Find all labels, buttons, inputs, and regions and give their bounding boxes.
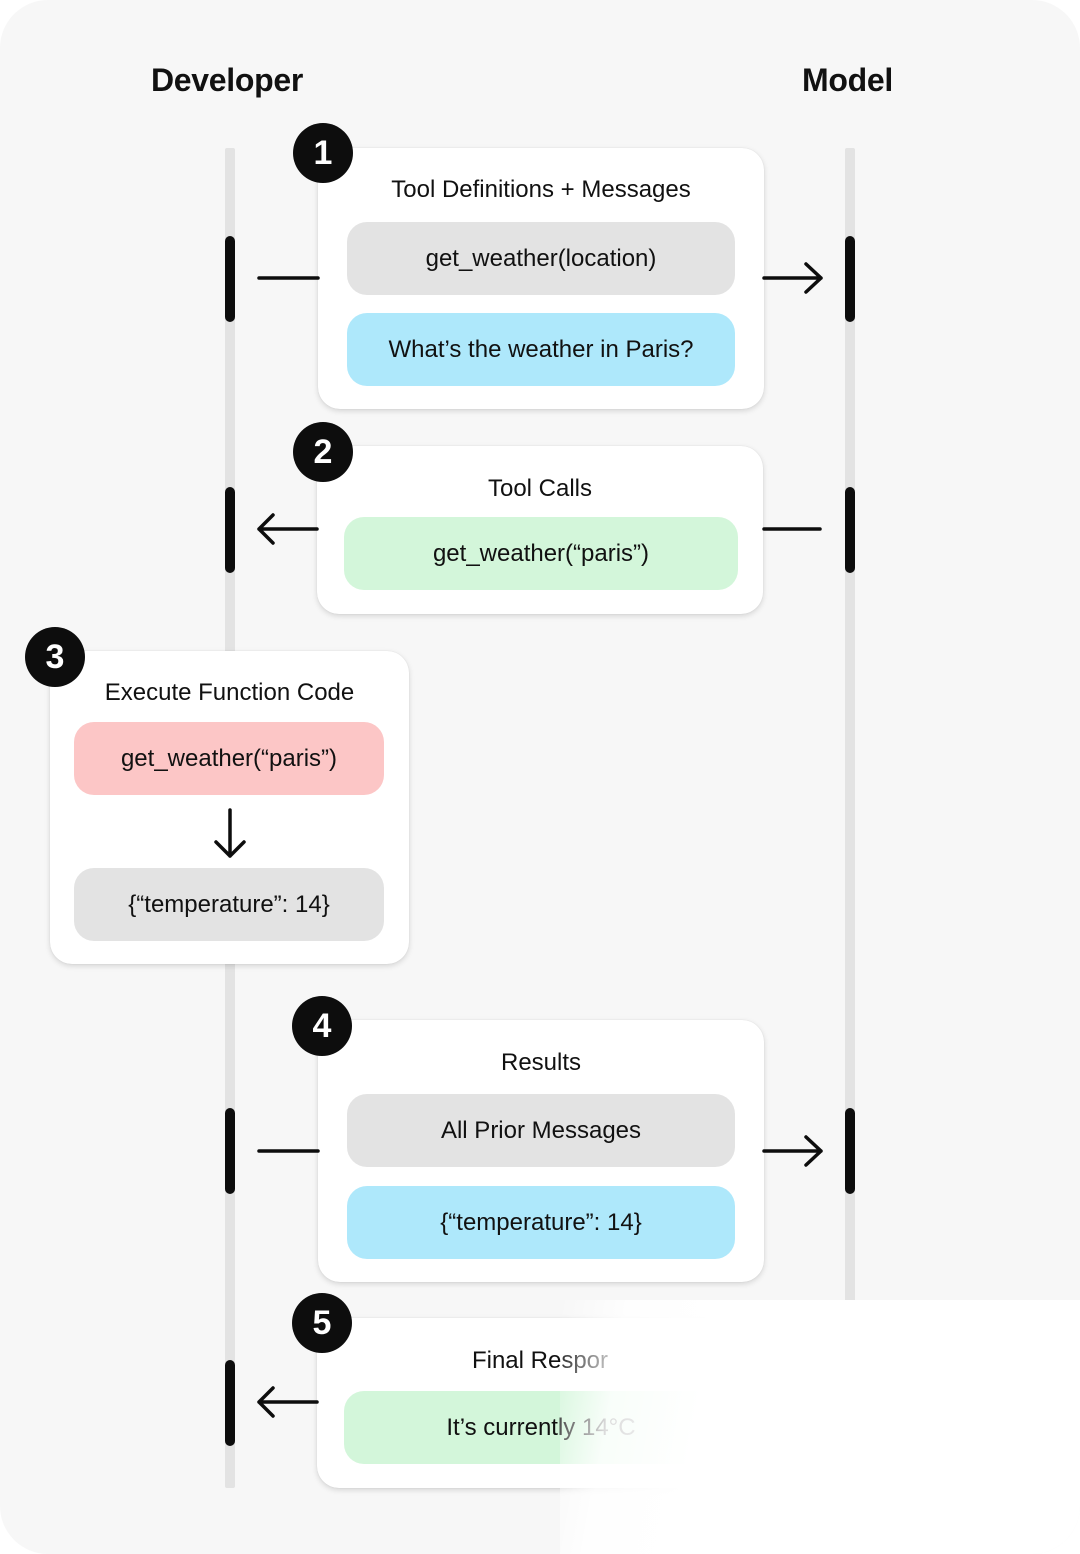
step-4-badge: 4 [292, 996, 352, 1056]
arrow-right-icon [762, 1135, 823, 1167]
step-3-title: Execute Function Code [104, 679, 355, 706]
step-2-badge: 2 [293, 422, 353, 482]
step-3-card: Execute Function Code get_weather(“paris… [50, 651, 409, 964]
developer-activation-step-4 [225, 1108, 235, 1194]
step-2-title: Tool Calls [487, 475, 593, 502]
model-activation-step-1 [845, 236, 855, 322]
model-lifeline [845, 148, 855, 1328]
developer-activation-step-2 [225, 487, 235, 573]
model-activation-step-4 [845, 1108, 855, 1194]
arrow-left-icon [257, 513, 319, 545]
step-1-card: Tool Definitions + Messages get_weather(… [318, 148, 764, 409]
user-message-pill: What’s the weather in Paris? [347, 313, 735, 386]
step-1-badge: 1 [293, 123, 353, 183]
arrow-right-icon [762, 262, 823, 294]
tool-definition-pill: get_weather(location) [347, 222, 735, 295]
step-4-card: Results All Prior Messages {“temperature… [318, 1020, 764, 1282]
torn-edge-overlay [560, 1300, 1080, 1554]
function-result-pill: {“temperature”: 14} [74, 868, 384, 941]
developer-activation-step-1 [225, 236, 235, 322]
step-2-card: Tool Calls get_weather(“paris”) [317, 446, 763, 614]
developer-activation-step-5 [225, 1360, 235, 1446]
step-5-badge: 5 [292, 1293, 352, 1353]
function-call-pill: get_weather(“paris”) [74, 722, 384, 795]
developer-column-header: Developer [151, 62, 304, 98]
tool-call-pill: get_weather(“paris”) [344, 517, 738, 590]
step-3-badge: 3 [25, 627, 85, 687]
step-1-title: Tool Definitions + Messages [391, 176, 691, 203]
step-4-title: Results [500, 1049, 582, 1076]
model-activation-step-2 [845, 487, 855, 573]
prior-messages-pill: All Prior Messages [347, 1094, 735, 1167]
arrow-left-icon [257, 1386, 319, 1418]
model-column-header: Model [802, 62, 893, 98]
result-message-pill: {“temperature”: 14} [347, 1186, 735, 1259]
